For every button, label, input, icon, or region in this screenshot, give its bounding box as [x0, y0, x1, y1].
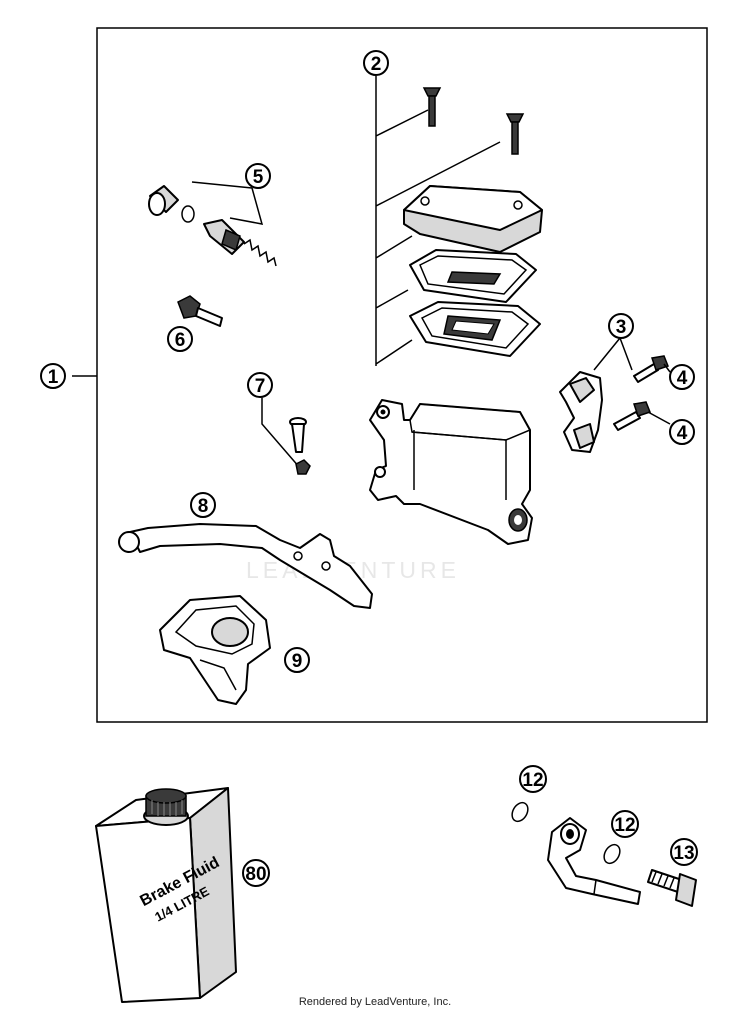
piston-spring-icon — [203, 219, 277, 267]
svg-text:9: 9 — [292, 651, 303, 672]
pivot-bolt-icon — [289, 417, 307, 453]
handlebar-clamp — [559, 371, 603, 453]
callout-3[interactable]: 3 — [608, 313, 634, 339]
brake-lever[interactable] — [118, 523, 373, 609]
callout-12b[interactable]: 12 — [611, 810, 639, 838]
part-2-group[interactable] — [375, 76, 543, 366]
banjo-hose-icon — [547, 817, 641, 905]
svg-text:12: 12 — [522, 770, 543, 791]
svg-text:1: 1 — [48, 367, 59, 388]
assembly-frame — [96, 27, 708, 723]
leader-2 — [375, 76, 501, 366]
svg-text:80: 80 — [245, 864, 266, 885]
sealing-washer-icon — [603, 843, 621, 865]
lever-boot[interactable] — [159, 595, 271, 705]
callout-9[interactable]: 9 — [284, 647, 310, 673]
svg-text:7: 7 — [255, 376, 266, 397]
svg-text:12: 12 — [614, 815, 635, 836]
sealing-washer-icon — [511, 801, 529, 823]
part-5-group[interactable] — [148, 181, 277, 267]
clamp-bolt-icon — [613, 401, 671, 431]
callout-4a[interactable]: 4 — [669, 364, 695, 390]
svg-text:13: 13 — [673, 843, 694, 864]
diaphragm-plate — [409, 249, 537, 303]
clamp-bolt-icon — [633, 355, 671, 383]
svg-text:3: 3 — [616, 317, 627, 338]
piston-cup-icon — [148, 185, 179, 216]
callout-12a[interactable]: 12 — [519, 765, 547, 793]
svg-text:5: 5 — [253, 167, 264, 188]
part-3-group[interactable] — [559, 337, 671, 453]
svg-text:6: 6 — [175, 330, 186, 351]
callout-6[interactable]: 6 — [167, 326, 193, 352]
callout-8[interactable]: 8 — [190, 492, 216, 518]
svg-text:8: 8 — [198, 496, 209, 517]
reservoir-cover — [403, 185, 543, 253]
circlip-icon — [181, 205, 195, 223]
master-cylinder-body[interactable] — [369, 399, 533, 545]
svg-text:4: 4 — [677, 423, 688, 444]
part-7-group[interactable] — [261, 398, 311, 475]
banjo-bolt-icon — [647, 869, 697, 907]
footer-credit: Rendered by LeadVenture, Inc. — [298, 996, 452, 1008]
callout-4b[interactable]: 4 — [669, 419, 695, 445]
leader-3 — [593, 337, 633, 371]
callout-5[interactable]: 5 — [245, 163, 271, 189]
rubber-diaphragm — [409, 301, 541, 357]
brake-hose-group[interactable] — [509, 800, 697, 907]
brake-fluid-bottle[interactable]: Brake Fluid 1/4 LITRE — [95, 787, 237, 1003]
callout-7[interactable]: 7 — [247, 372, 273, 398]
screw-icon — [505, 113, 525, 155]
bleeder-valve-icon[interactable] — [177, 295, 223, 327]
svg-text:2: 2 — [371, 54, 382, 75]
callout-1[interactable]: 1 — [40, 363, 66, 389]
bottle-cap-icon — [143, 788, 189, 826]
callout-13[interactable]: 13 — [670, 838, 698, 866]
callouts: 1 2 3 4 4 5 6 7 8 9 12 12 13 80 — [40, 50, 698, 887]
callout-80[interactable]: 80 — [242, 859, 270, 887]
nut-icon — [295, 459, 311, 475]
svg-text:4: 4 — [677, 368, 688, 389]
leader-5 — [191, 181, 264, 225]
leader-7 — [261, 398, 301, 469]
screw-icon — [422, 87, 442, 127]
callout-2[interactable]: 2 — [363, 50, 389, 76]
